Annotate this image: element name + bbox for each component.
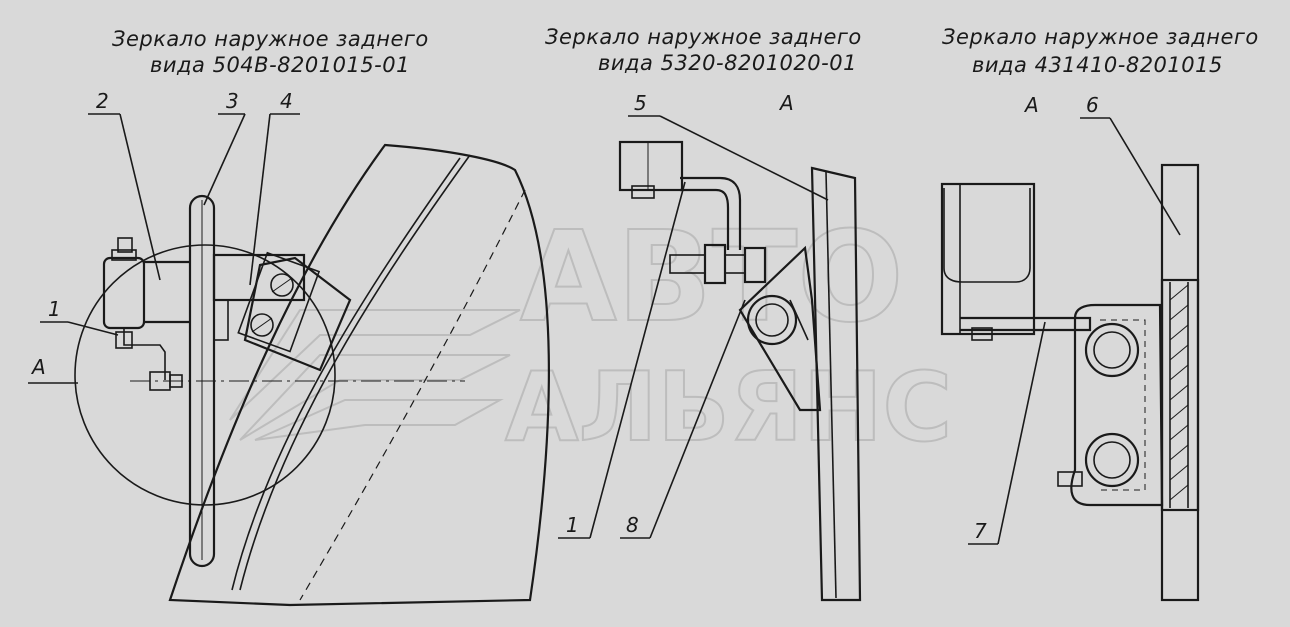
view2-callouts: 5 А 1 8	[558, 91, 829, 539]
callout-3: 3	[226, 89, 239, 113]
view3-caption-line1: Зеркало наружное заднего	[942, 25, 1259, 49]
view1-label-a: А	[30, 355, 46, 379]
watermark-line1: АВТО	[520, 205, 904, 350]
view3-drawing	[940, 163, 1200, 602]
view1-caption-line2: вида 504В-8201015-01	[150, 53, 410, 77]
view2-label-a: А	[778, 91, 794, 115]
watermark: АВТО АЛЬЯНС	[229, 204, 953, 464]
watermark-logo	[229, 309, 521, 441]
callout-6: 6	[1086, 93, 1099, 117]
view2-caption-line1: Зеркало наружное заднего	[545, 25, 862, 49]
view1-callouts: 2 3 4 1 А	[28, 89, 300, 384]
callout-5: 5	[634, 91, 647, 115]
callout-8: 8	[626, 513, 639, 537]
view3-label-a: А	[1023, 93, 1039, 117]
view2-caption-line2: вида 5320-8201020-01	[598, 51, 857, 75]
callout-4: 4	[280, 89, 293, 113]
watermark-line2: АЛЬЯНС	[505, 353, 952, 463]
callout-1b: 1	[566, 513, 579, 537]
view1-caption-line1: Зеркало наружное заднего	[112, 27, 429, 51]
callout-7: 7	[974, 519, 987, 543]
view3-caption-line2: вида 431410-8201015	[972, 53, 1223, 77]
view1-drawing	[74, 143, 550, 607]
callout-2: 2	[96, 89, 109, 113]
view3-callouts: А 6 7	[968, 93, 1181, 545]
callout-1a: 1	[48, 297, 61, 321]
detail-circle-a	[74, 244, 336, 506]
view2-drawing	[618, 140, 862, 602]
